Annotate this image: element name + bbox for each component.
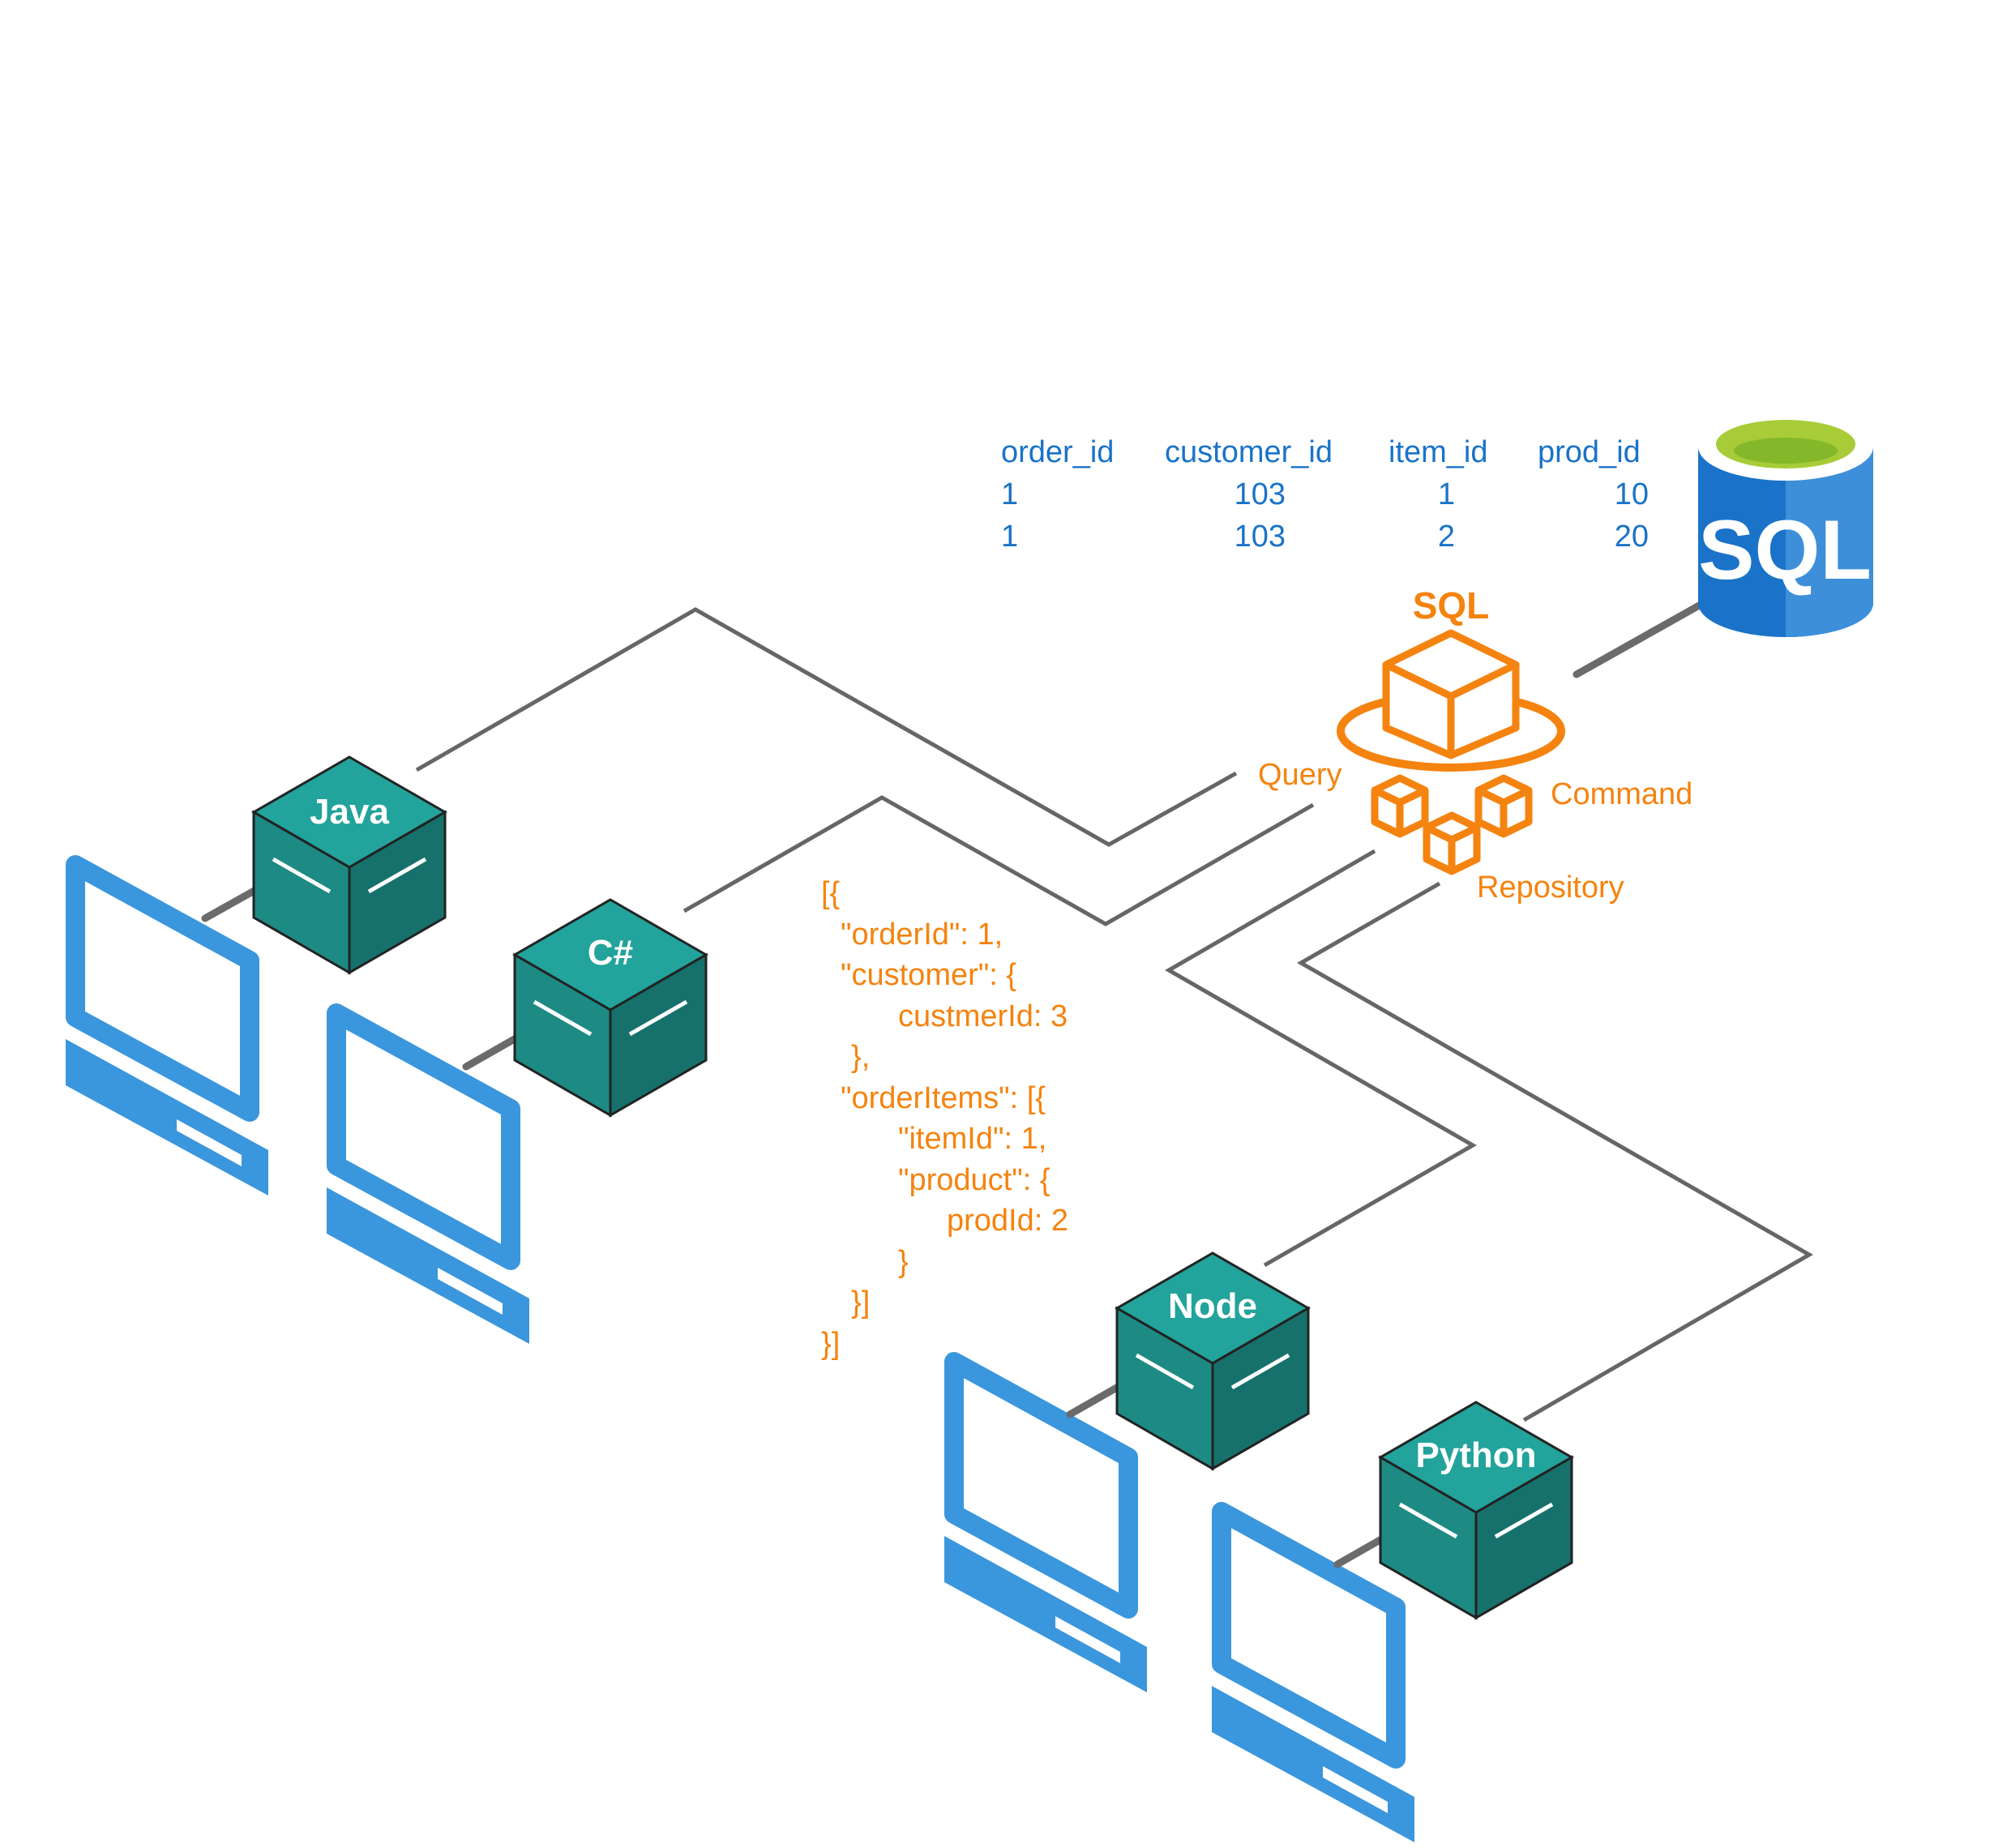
- server-node-icon: [254, 757, 445, 973]
- json-line: prodId: 2: [947, 1204, 1068, 1238]
- table-cell: 1: [1001, 477, 1018, 511]
- table-cell: 1: [1438, 477, 1455, 511]
- json-line: custmerId: 3: [898, 999, 1068, 1033]
- database-label: SQL: [1698, 503, 1872, 597]
- server-node-icon: [1117, 1253, 1308, 1469]
- json-line: }]: [821, 1327, 840, 1361]
- json-snippet: [{ "orderId": 1, "customer": { custmerId…: [821, 876, 1068, 1361]
- json-line: }: [898, 1245, 909, 1279]
- connection-lines: [415, 607, 1814, 1422]
- json-line: }]: [851, 1285, 870, 1320]
- wire-csharp: [682, 795, 1315, 926]
- client-label-csharp: C#: [588, 933, 633, 973]
- json-line: [{: [821, 876, 841, 910]
- table-header-order-id: order_id: [1001, 435, 1114, 469]
- table-cell: 103: [1234, 520, 1286, 554]
- sql-table: order_id customer_id item_id prod_id 1 1…: [1001, 435, 1649, 554]
- query-label: Query: [1258, 758, 1341, 792]
- table-cell: 2: [1438, 520, 1455, 554]
- orm-layer: SQL Query Command Repository: [1258, 584, 1692, 905]
- client-label-node: Node: [1168, 1286, 1257, 1326]
- json-line: "product": {: [898, 1163, 1050, 1197]
- json-line: },: [851, 1040, 870, 1074]
- table-header-item-id: item_id: [1389, 435, 1488, 469]
- client-java: Java: [66, 757, 445, 1196]
- repository-label: Repository: [1477, 871, 1624, 905]
- command-label: Command: [1551, 777, 1692, 811]
- orm-cube-icon: [1337, 629, 1565, 772]
- wire-python: [1296, 881, 1814, 1422]
- computer-icon: [66, 865, 268, 1196]
- client-node: Node: [944, 1253, 1308, 1692]
- json-line: "customer": {: [841, 958, 1016, 992]
- client-label-java: Java: [310, 792, 389, 832]
- table-cell: 10: [1615, 477, 1649, 511]
- table-cell: 103: [1234, 477, 1286, 511]
- json-line: "itemId": 1,: [898, 1122, 1046, 1156]
- client-csharp: C#: [327, 900, 706, 1344]
- table-cell: 20: [1615, 520, 1649, 554]
- server-node-icon: [515, 900, 706, 1115]
- wire-java: [415, 607, 1238, 847]
- table-header-prod-id: prod_id: [1538, 435, 1641, 469]
- sql-database-icon: SQL: [1698, 413, 1873, 637]
- table-header-customer-id: customer_id: [1165, 435, 1333, 469]
- orm-title: SQL: [1413, 584, 1490, 627]
- computer-icon: [327, 1013, 529, 1344]
- client-python: Python: [1212, 1402, 1572, 1842]
- repository-cubes-icon: [1375, 778, 1529, 871]
- json-line: "orderItems": [{: [841, 1081, 1046, 1115]
- json-line: "orderId": 1,: [841, 918, 1003, 952]
- server-node-icon: [1380, 1402, 1572, 1618]
- wire-node: [1165, 849, 1478, 1268]
- table-cell: 1: [1001, 520, 1018, 554]
- client-label-python: Python: [1415, 1435, 1536, 1475]
